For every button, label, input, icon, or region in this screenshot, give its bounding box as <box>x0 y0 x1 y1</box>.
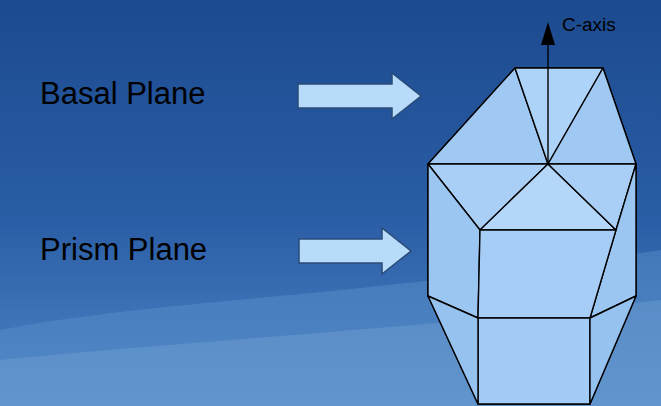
prism-face <box>428 164 480 318</box>
prism-face <box>478 230 616 318</box>
hexagonal-crystal <box>428 68 636 404</box>
crystal-outline <box>428 68 636 404</box>
c-axis-arrowhead <box>541 22 555 45</box>
block-arrow <box>298 73 421 119</box>
plane-label: Prism Plane <box>40 233 207 267</box>
prism-face <box>428 296 478 404</box>
plane-label: Basal Plane <box>40 77 205 111</box>
prism-face <box>478 318 590 404</box>
basal-face <box>548 68 636 164</box>
block-arrow <box>299 228 411 274</box>
c-axis-line <box>547 44 548 164</box>
prism-face <box>590 296 636 404</box>
axis-label: C-axis <box>562 15 616 36</box>
